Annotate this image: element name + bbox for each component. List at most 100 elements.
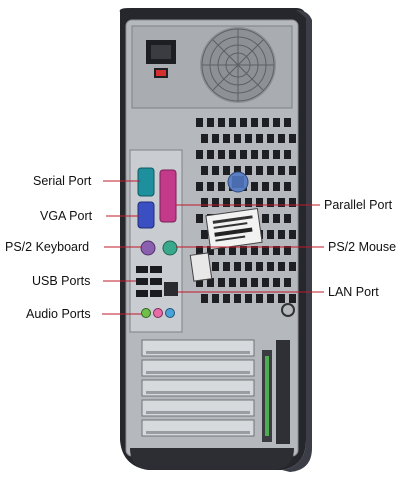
power-supply [131,25,293,109]
vent-hole [284,214,291,223]
label-audio-ports: Audio Ports [26,307,91,321]
vent-hole [262,182,269,191]
serial-port [137,167,155,197]
vent-hole [267,198,274,207]
usb-port [136,278,148,285]
ps2-keyboard-port [140,240,156,256]
vent-hole [289,294,296,303]
vent-hole [212,166,219,175]
slot-cover-shadow [146,371,250,374]
vent-hole [223,134,230,143]
vent-hole [218,150,225,159]
vent-hole [223,294,230,303]
vent-hole [262,246,269,255]
usb-port [150,278,162,285]
vent-hole [218,118,225,127]
vent-hole [273,182,280,191]
vent-hole [196,150,203,159]
vent-hole [262,150,269,159]
vent-hole [267,262,274,271]
audio-port [165,308,175,318]
vent-hole [196,182,203,191]
vent-hole [229,246,236,255]
vent-hole [240,118,247,127]
case-latch [227,171,249,193]
label-usb-ports: USB Ports [32,274,91,288]
vent-hole [278,262,285,271]
vent-hole [234,198,241,207]
parallel-port [159,169,177,223]
vent-hole [289,166,296,175]
vent-hole [223,262,230,271]
usb-port [136,290,148,297]
vent-hole [234,166,241,175]
lan-port [164,282,178,296]
vent-hole [229,278,236,287]
usb-port [150,266,162,273]
label-ps2-keyboard: PS/2 Keyboard [5,240,90,254]
vent-hole [278,230,285,239]
vent-hole [245,166,252,175]
vent-hole [278,166,285,175]
io-panel [129,149,183,333]
vent-hole [201,166,208,175]
vent-hole [256,198,263,207]
vent-hole [289,262,296,271]
vent-hole [207,150,214,159]
leader-lines [102,180,324,315]
vent-hole [229,150,236,159]
vent-hole [207,182,214,191]
vent-hole [256,134,263,143]
vent-hole [245,198,252,207]
vent-hole [278,198,285,207]
vent-hole [212,262,219,271]
label-vga-port: VGA Port [40,209,93,223]
serial-sticker [189,207,263,282]
vent-hole [229,118,236,127]
vent-hole [240,246,247,255]
vent-hole [212,134,219,143]
vent-hole [289,230,296,239]
vent-hole [284,246,291,255]
vent-hole [262,118,269,127]
vent-hole [196,278,203,287]
vent-hole [245,294,252,303]
vent-hole [262,214,269,223]
vent-hole [234,134,241,143]
usb-port [150,290,162,297]
vent-hole [251,150,258,159]
ps2-mouse-port [162,240,178,256]
vent-hole [251,278,258,287]
side-bracket [262,340,290,444]
vent-hole [267,294,274,303]
slot-cover-shadow [146,391,250,394]
vent-hole [234,262,241,271]
slot-cover-shadow [146,431,250,434]
vent-hole [212,294,219,303]
vent-hole [251,182,258,191]
vent-hole [196,214,203,223]
vent-hole [207,246,214,255]
label-ps2-mouse: PS/2 Mouse [328,240,397,254]
expansion-slots [141,339,255,437]
vent-hole [218,246,225,255]
vent-hole [234,294,241,303]
vent-hole [284,182,291,191]
vent-hole [267,230,274,239]
slot-cover-shadow [146,411,250,414]
vent-hole [245,262,252,271]
vent-hole [201,294,208,303]
vent-hole [256,262,263,271]
vent-hole [278,134,285,143]
lock-ring [281,303,295,317]
vga-port [137,201,155,229]
vent-hole [284,150,291,159]
vent-hole [245,134,252,143]
vent-hole [240,278,247,287]
vent-hole [273,278,280,287]
vent-hole [251,246,258,255]
vent-hole [267,166,274,175]
vent-hole [273,150,280,159]
